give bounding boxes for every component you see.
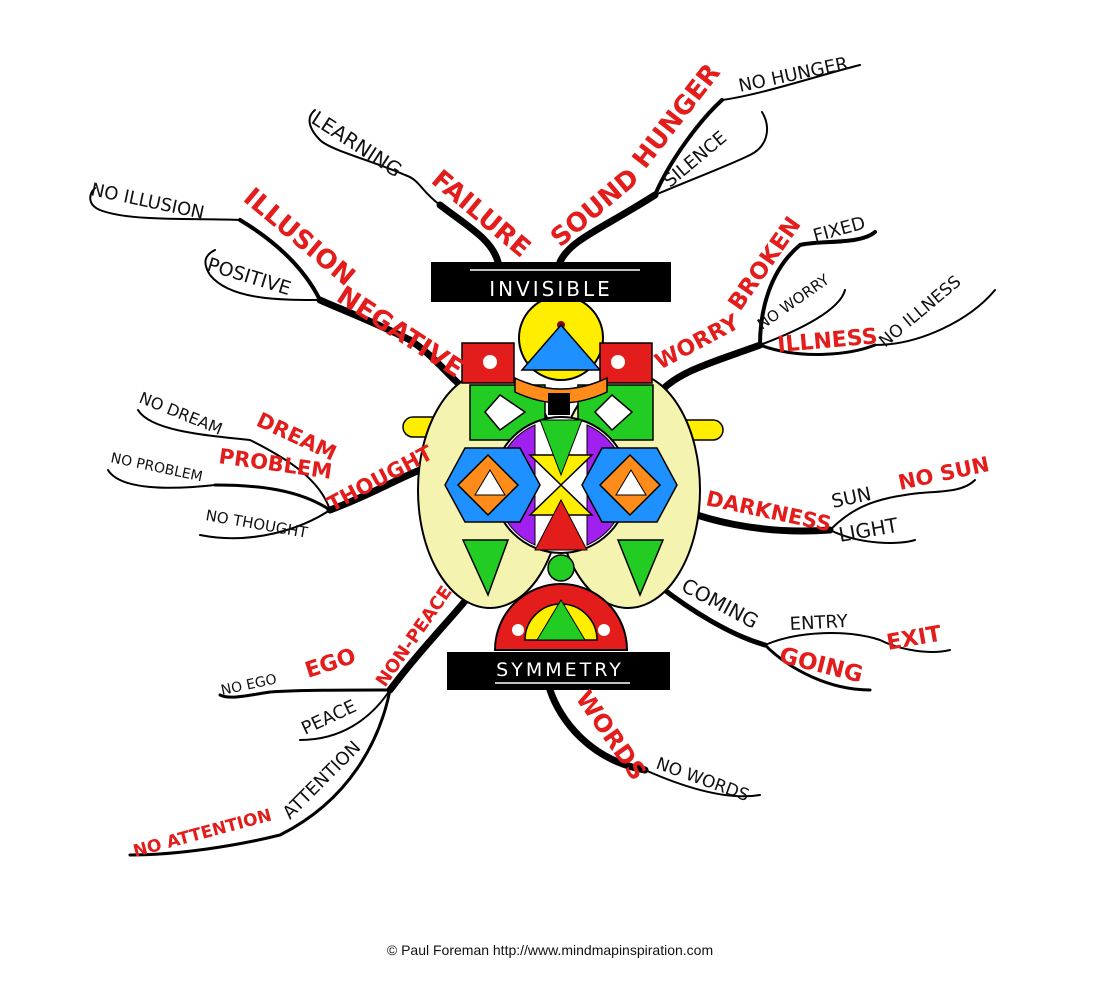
symmetry-box: SYMMETRY [447, 652, 670, 690]
no-problem-label: NO PROBLEM [109, 450, 204, 485]
bottom-dot-left [512, 624, 524, 636]
branch-ego [218, 688, 392, 699]
branch-going [763, 643, 872, 692]
middle-hourglass [528, 454, 594, 516]
positive-label: POSITIVE [205, 254, 294, 300]
branch-words [546, 686, 649, 774]
left-lower-triangle [461, 539, 510, 597]
right-white-diamond [593, 393, 634, 432]
entry-label: ENTRY [789, 611, 849, 635]
branch-no-words [644, 769, 761, 798]
light-label: LIGHT [837, 513, 901, 547]
no-illness-label: NO ILLNESS [875, 272, 965, 352]
branch-dream [137, 409, 331, 511]
branch-learning [308, 109, 441, 206]
bottom-dot-right [598, 624, 610, 636]
branch-positive [204, 249, 321, 301]
branch-negative [316, 296, 474, 396]
branch-no-hunger [721, 64, 861, 101]
right-inner-white [615, 469, 647, 496]
non-peace-label: NON-PEACE [372, 582, 457, 691]
branch-peace [299, 689, 391, 741]
left-inner-white [474, 469, 506, 496]
branch-no-illness [874, 289, 996, 346]
no-hunger-label: NO HUNGER [737, 53, 850, 97]
left-white-diamond [484, 394, 527, 432]
top-blue-diamond [520, 323, 602, 371]
branch-illness [758, 343, 877, 356]
branch-no-thought [199, 509, 331, 540]
right-red-square [599, 342, 653, 384]
learning-label: LEARNING [307, 106, 406, 182]
branch-failure [436, 201, 502, 266]
branch-entry [764, 632, 951, 653]
small-green-circle [547, 554, 575, 582]
no-attention-label: NO ATTENTION [131, 806, 274, 862]
branch-illusion [238, 218, 322, 302]
right-lower-triangle [616, 539, 665, 597]
branch-light [829, 529, 916, 544]
no-sun-label: NO SUN [896, 452, 991, 495]
invisible-box: INVISIBLE [431, 262, 671, 302]
branch-coming [655, 582, 768, 648]
right-red-square-dot [611, 355, 625, 369]
peace-label: PEACE [298, 696, 360, 740]
branch-non-peace [386, 591, 474, 694]
failure-label: FAILURE [426, 164, 537, 264]
branch-sound [556, 191, 659, 266]
central-image [402, 295, 724, 651]
branch-lines [89, 64, 996, 857]
bottom-green-triangle [536, 599, 586, 641]
symmetry-label: SYMMETRY [496, 659, 624, 681]
branch-hunger [653, 98, 724, 197]
branch-thought [326, 466, 424, 514]
branch-no-worry [759, 289, 846, 346]
branch-silence [654, 111, 768, 196]
branch-no-problem [107, 469, 216, 489]
illness-label: ILLNESS [776, 324, 878, 358]
attention-label: ATTENTION [279, 737, 366, 824]
orange-arc [514, 376, 608, 404]
middle-green-top [539, 419, 583, 477]
sun-label: SUN [829, 483, 873, 513]
left-red-square-dot [483, 355, 497, 369]
exit-label: EXIT [885, 622, 944, 656]
invisible-label: INVISIBLE [489, 277, 613, 301]
black-notch [548, 393, 570, 415]
branch-sun [829, 479, 976, 531]
branch-problem [213, 483, 332, 512]
branch-no-illusion [89, 187, 241, 221]
branch-broken [758, 230, 877, 347]
middle-red-bottom [534, 498, 588, 551]
branch-worry [656, 341, 764, 396]
ego-label: EGO [302, 644, 359, 684]
copyright-credit: © Paul Foreman http://www.mindmapinspira… [386, 942, 714, 958]
branch-attention [128, 688, 392, 857]
